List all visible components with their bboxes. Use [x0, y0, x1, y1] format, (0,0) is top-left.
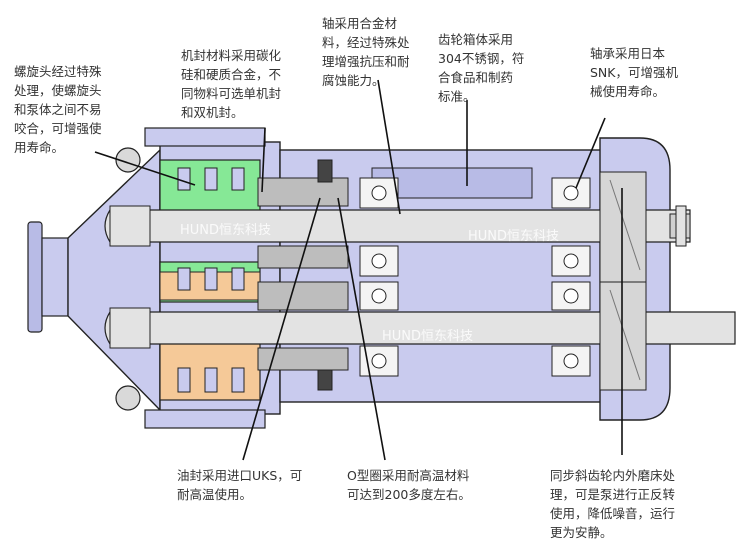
callout-gear: 同步斜齿轮内外磨床处 理，可是泵进行正反转 使用，降低噪音，运行 更为安静。 — [550, 468, 676, 540]
watermark: HUND恒东科技 — [468, 229, 559, 244]
callout-bearing: 轴承采用日本 SNK，可增强机 械使用寿命。 — [590, 46, 678, 99]
watermark: HUND恒东科技 — [382, 329, 473, 344]
rotor-chamber — [159, 159, 261, 401]
callout-o-ring: O型圈采用耐高温材料 可达到200多度左右。 — [347, 468, 471, 502]
helical-gears — [599, 171, 647, 391]
leader-lines — [94, 79, 623, 461]
watermark: HUND恒东科技 — [180, 223, 271, 238]
callout-shaft: 轴采用合金材 料，经过特殊处 理增强抗压和耐 腐蚀能力。 — [322, 16, 410, 88]
callout-gearbox: 齿轮箱体采用 304不锈钢，符 合食品和制药 标准。 — [438, 32, 525, 104]
pump-housing — [27, 127, 671, 429]
bearings — [359, 177, 591, 377]
callout-screw-head: 螺旋头经过特殊 处理，使螺旋头 和泵体之间不易 咬合，可增强使 用寿命。 — [14, 64, 102, 155]
callout-oil-seal: 油封采用进口UKS，可 耐高温使用。 — [177, 468, 303, 502]
shaft-assembly — [104, 205, 736, 349]
callout-seal-material: 机封材料采用碳化 硅和硬质合金，不 同物料可选单机封 和双机封。 — [181, 48, 282, 120]
